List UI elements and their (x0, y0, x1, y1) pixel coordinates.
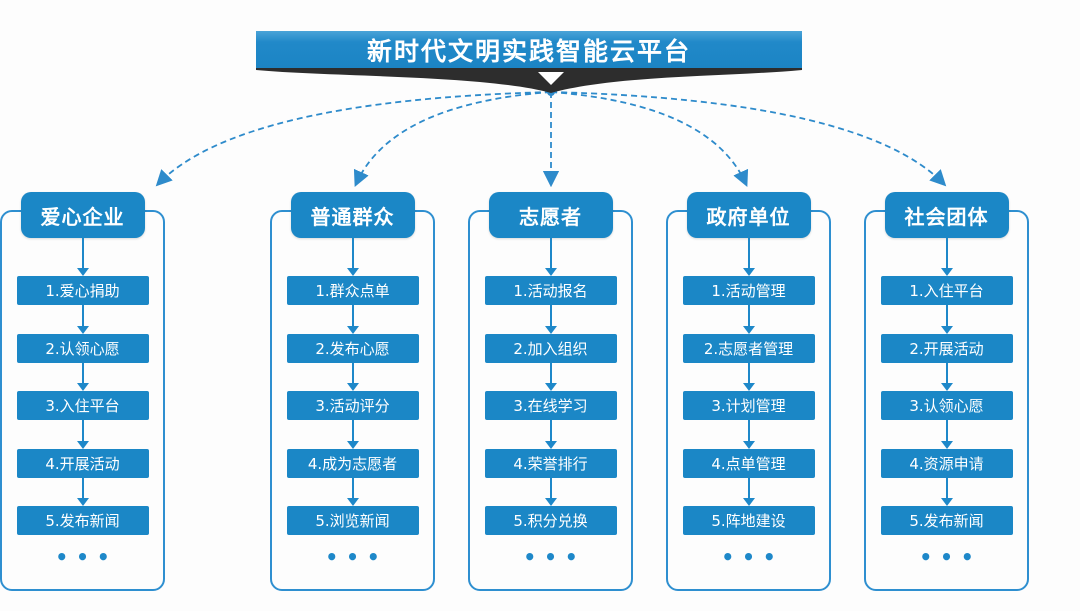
down-arrow (346, 305, 360, 334)
ellipsis-dots: ••• (721, 545, 784, 569)
down-arrow (940, 238, 954, 276)
flow-step: 1.群众点单 (286, 276, 419, 305)
column-header: 志愿者 (488, 192, 613, 238)
flow-step: 3.认领心愿 (880, 391, 1013, 420)
column-volunteers: 志愿者 1.活动报名 2.加入组织 3.在线学习 4.荣誉排行 5.积分兑换 •… (468, 192, 633, 592)
down-arrow (544, 362, 558, 392)
down-arrow (346, 238, 360, 276)
platform-title-banner: 新时代文明实践智能云平台 (256, 31, 802, 68)
flow-step: 4.点单管理 (682, 448, 815, 478)
column-enterprises: 爱心企业 1.爱心捐助 2.认领心愿 3.入住平台 4.开展活动 5.发布新闻 … (0, 192, 165, 592)
down-arrow (742, 362, 756, 392)
ellipsis-dots: ••• (325, 545, 388, 569)
flow-step: 4.荣誉排行 (484, 448, 617, 478)
flow-step: 2.志愿者管理 (682, 333, 815, 363)
banner-shadow-swoosh (256, 67, 802, 93)
column-ordinary-people: 普通群众 1.群众点单 2.发布心愿 3.活动评分 4.成为志愿者 5.浏览新闻… (270, 192, 435, 592)
down-arrow (544, 238, 558, 276)
flow-step: 3.在线学习 (484, 391, 617, 420)
down-arrow (76, 477, 90, 507)
ellipsis-dots: ••• (523, 545, 586, 569)
down-arrow (940, 305, 954, 334)
flow-step: 1.活动报名 (484, 276, 617, 305)
column-header: 爱心企业 (20, 192, 145, 238)
flow-step: 2.认领心愿 (16, 333, 149, 363)
connector-col1 (155, 91, 552, 187)
column-header: 政府单位 (686, 192, 811, 238)
flow-step: 3.活动评分 (286, 391, 419, 420)
down-arrow (76, 238, 90, 276)
swoosh-shape (256, 67, 802, 93)
flow-step: 4.成为志愿者 (286, 448, 419, 478)
flow-step: 5.浏览新闻 (286, 506, 419, 535)
flow-step: 2.发布心愿 (286, 333, 419, 363)
column-government: 政府单位 1.活动管理 2.志愿者管理 3.计划管理 4.点单管理 5.阵地建设… (666, 192, 831, 592)
down-arrow (742, 238, 756, 276)
down-arrow (76, 305, 90, 334)
down-arrow (346, 477, 360, 507)
down-arrow (346, 420, 360, 449)
flow-step: 5.阵地建设 (682, 506, 815, 535)
down-arrow (76, 420, 90, 449)
platform-title: 新时代文明实践智能云平台 (366, 36, 691, 66)
flow-step: 2.加入组织 (484, 333, 617, 363)
down-arrow (742, 420, 756, 449)
ellipsis-dots: ••• (55, 545, 118, 569)
down-arrow (940, 420, 954, 449)
flow-step: 5.发布新闻 (880, 506, 1013, 535)
down-arrow (76, 362, 90, 392)
down-arrow (940, 362, 954, 392)
connector-col5 (550, 91, 947, 187)
down-arrow (346, 362, 360, 392)
down-arrow (544, 477, 558, 507)
connector-col2 (353, 91, 552, 187)
flow-step: 4.资源申请 (880, 448, 1013, 478)
flow-step: 1.活动管理 (682, 276, 815, 305)
connector-col4 (550, 91, 749, 187)
flow-step: 3.入住平台 (16, 391, 149, 420)
ellipsis-dots: ••• (919, 545, 982, 569)
column-header: 普通群众 (290, 192, 415, 238)
flow-step: 2.开展活动 (880, 333, 1013, 363)
flow-step: 4.开展活动 (16, 448, 149, 478)
down-arrow (940, 477, 954, 507)
flow-step: 3.计划管理 (682, 391, 815, 420)
down-arrow (742, 305, 756, 334)
flow-step: 5.发布新闻 (16, 506, 149, 535)
column-header: 社会团体 (884, 192, 1009, 238)
column-social-groups: 社会团体 1.入住平台 2.开展活动 3.认领心愿 4.资源申请 5.发布新闻 … (864, 192, 1029, 592)
down-arrow-icon (538, 72, 564, 85)
flow-step: 1.入住平台 (880, 276, 1013, 305)
down-arrow (742, 477, 756, 507)
down-arrow (544, 305, 558, 334)
down-arrow (544, 420, 558, 449)
flow-step: 5.积分兑换 (484, 506, 617, 535)
flow-step: 1.爱心捐助 (16, 276, 149, 305)
